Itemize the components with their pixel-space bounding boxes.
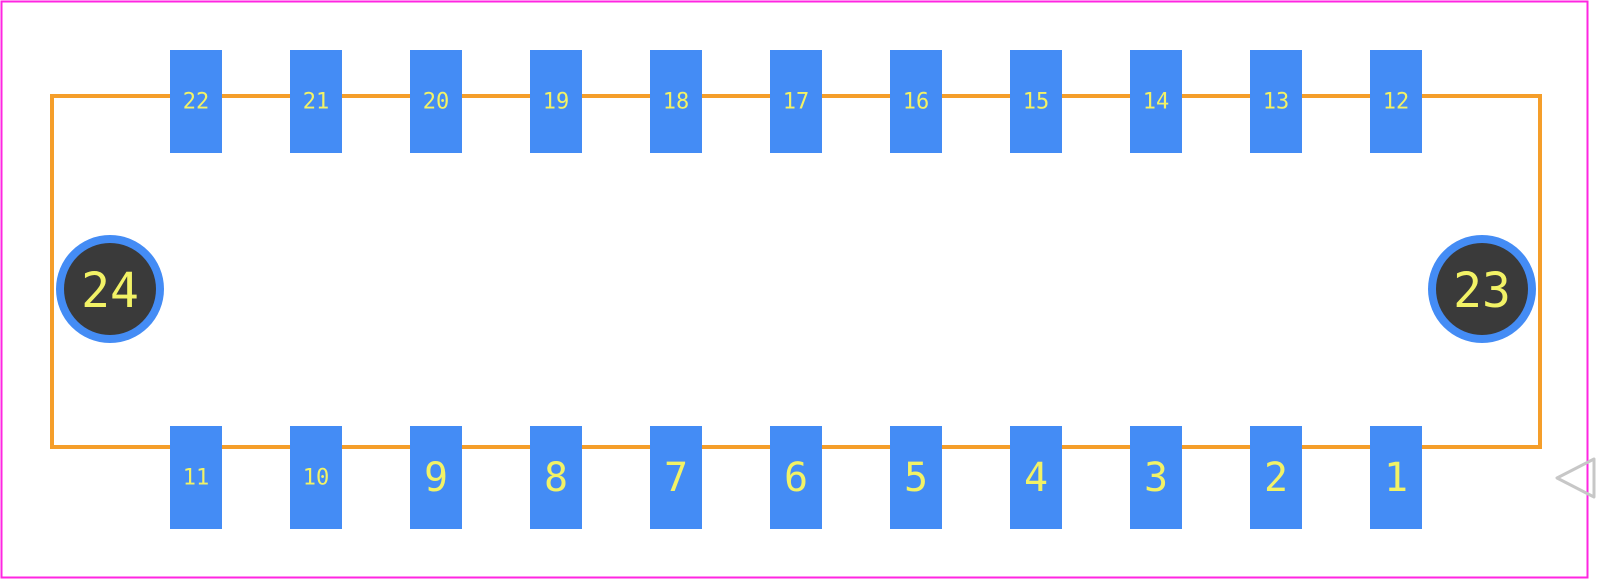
- mounting-hole-left-label: 24: [81, 263, 139, 319]
- top-pad-22[interactable]: 22: [170, 50, 222, 153]
- bottom-pad-5[interactable]: 5: [890, 426, 942, 529]
- triangle-pointer-icon: [1555, 457, 1596, 499]
- top-pad-label-14: 14: [1143, 90, 1170, 115]
- top-pad-label-16: 16: [903, 90, 930, 115]
- top-pad-13[interactable]: 13: [1250, 50, 1302, 153]
- bottom-pad-7[interactable]: 7: [650, 426, 702, 529]
- top-pad-row: 22 21 20 19 18 17 16 15 14 13 12: [170, 50, 1422, 153]
- bottom-pad-6[interactable]: 6: [770, 426, 822, 529]
- top-pad-label-19: 19: [543, 90, 570, 115]
- top-pad-17[interactable]: 17: [770, 50, 822, 153]
- bottom-pad-row: 11 10 9 8 7 6 5 4 3 2 1: [170, 426, 1422, 529]
- bottom-pad-label-5: 5: [904, 455, 928, 501]
- top-pad-label-21: 21: [303, 90, 330, 115]
- top-pad-label-22: 22: [183, 90, 210, 115]
- top-pad-21[interactable]: 21: [290, 50, 342, 153]
- top-pad-16[interactable]: 16: [890, 50, 942, 153]
- bottom-pad-label-11: 11: [183, 466, 210, 491]
- top-pad-label-15: 15: [1023, 90, 1050, 115]
- bottom-pad-4[interactable]: 4: [1010, 426, 1062, 529]
- bottom-pad-label-9: 9: [424, 455, 448, 501]
- top-pad-20[interactable]: 20: [410, 50, 462, 153]
- top-pad-18[interactable]: 18: [650, 50, 702, 153]
- bottom-pad-label-10: 10: [303, 466, 330, 491]
- top-pad-14[interactable]: 14: [1130, 50, 1182, 153]
- mounting-hole-right-label: 23: [1453, 263, 1511, 319]
- top-pad-label-20: 20: [423, 90, 450, 115]
- bottom-pad-label-8: 8: [544, 455, 568, 501]
- bottom-pad-9[interactable]: 9: [410, 426, 462, 529]
- mounting-hole-right[interactable]: 23: [1428, 235, 1536, 343]
- top-pad-label-17: 17: [783, 90, 810, 115]
- bottom-pad-label-2: 2: [1264, 455, 1288, 501]
- bottom-pad-11[interactable]: 11: [170, 426, 222, 529]
- bottom-pad-label-6: 6: [784, 455, 808, 501]
- top-pad-label-12: 12: [1383, 90, 1410, 115]
- bottom-pad-label-7: 7: [664, 455, 688, 501]
- mounting-hole-left[interactable]: 24: [56, 235, 164, 343]
- top-pad-label-13: 13: [1263, 90, 1290, 115]
- bottom-pad-10[interactable]: 10: [290, 426, 342, 529]
- bottom-pad-label-4: 4: [1024, 455, 1048, 501]
- bottom-pad-2[interactable]: 2: [1250, 426, 1302, 529]
- bottom-pad-8[interactable]: 8: [530, 426, 582, 529]
- bottom-pad-3[interactable]: 3: [1130, 426, 1182, 529]
- top-pad-19[interactable]: 19: [530, 50, 582, 153]
- top-pad-12[interactable]: 12: [1370, 50, 1422, 153]
- bottom-pad-1[interactable]: 1: [1370, 426, 1422, 529]
- bottom-pad-label-1: 1: [1384, 455, 1408, 501]
- top-pad-15[interactable]: 15: [1010, 50, 1062, 153]
- top-pad-label-18: 18: [663, 90, 690, 115]
- bottom-pad-label-3: 3: [1144, 455, 1168, 501]
